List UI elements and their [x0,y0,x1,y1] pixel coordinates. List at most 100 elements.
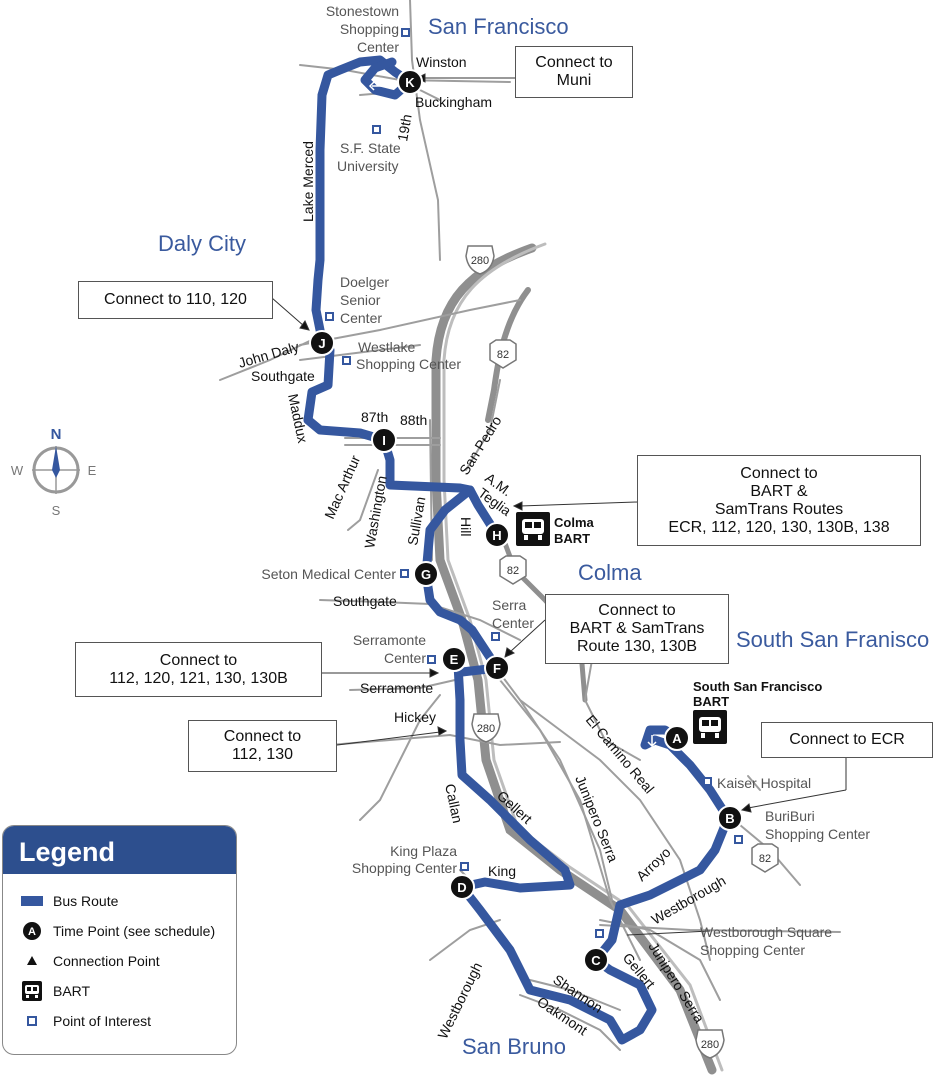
i280-shield-icon: 280 [695,1029,725,1059]
poi-marker [372,125,381,134]
time-point-j[interactable]: J [309,330,335,356]
washington-label: Washington [361,474,390,549]
1-label: B [725,811,734,826]
doelger-3-label: Center [340,310,382,326]
legend-bart-label: BART [53,983,91,999]
hill-label: Hill [458,517,474,536]
time-point-d[interactable]: D [449,874,475,900]
poi-marker [401,28,410,37]
time-point-k[interactable]: K [397,69,423,95]
connect-muni-text: Connect to Muni [535,54,613,89]
bart-ssf-label: BART [693,694,729,709]
bart-icon [22,981,42,1001]
time-point-b[interactable]: B [717,805,743,831]
time-point-f[interactable]: F [484,655,510,681]
connection-leaders [271,73,847,936]
buriburi-1-label: BuriBuri [765,808,815,824]
king-plaza-2-label: Shopping Center [352,860,457,876]
connect-h-text: Connect to BART & SamTrans Routes ECR, 1… [668,464,890,536]
john-daly-label: John Daly [236,338,300,371]
eighty-eighth-label: 88th [400,412,427,428]
s-label: S [52,503,61,518]
serramonte-label: Serramonte [360,680,433,696]
legend-connection-point-label: Connection Point [53,953,160,969]
i280-south-label: 280 [701,1039,719,1051]
8-label: I [382,433,386,448]
poi-marker [491,632,500,641]
poi-marker [595,929,604,938]
7-label: H [492,528,501,543]
i280-shield-icon: 280 [471,713,501,743]
nineteenth-label: 19th [394,113,414,143]
bart-ssf-icon [693,710,727,744]
bus-route-swatch-icon [21,896,43,906]
2-label: C [591,953,601,968]
connect-h-callout: Connect to BART & SamTrans Routes ECR, 1… [637,455,921,546]
junipero-serra-north-label: Junipero Serra [572,773,621,864]
time-point-a[interactable]: A [664,725,690,751]
westlake-1-label: Westlake [358,339,416,355]
serramonte-2-label: Center [384,650,426,666]
time-point-c[interactable]: C [583,947,609,973]
time-point-symbol-label: A [28,926,36,938]
poi-marker [703,777,712,786]
winston-label: Winston [416,54,467,70]
poi-markers [325,28,743,938]
westlake-2-label: Shopping Center [356,356,461,372]
sr82-colma-label: 82 [507,565,519,577]
callan-label: Callan [442,782,466,824]
connect-e-callout: Connect to 112, 120, 121, 130, 130B [75,642,322,697]
9-label: J [318,336,325,351]
3-label: D [457,880,466,895]
bart-colma-icon [516,512,550,546]
connect-b-text: Connect to ECR [789,731,905,748]
connect-muni-callout: Connect to Muni [515,46,633,98]
10-label: K [405,75,415,90]
city-daly-city: Daly City [158,231,246,256]
serra-1-label: Serra [492,597,526,613]
5-label: F [493,661,501,676]
time-point-icon: A [23,922,41,940]
serra-2-label: Center [492,615,534,631]
bart-colma-label: BART [554,531,590,546]
seton-label: Seton Medical Center [261,566,396,582]
sr82-shield-icon: 82 [751,843,779,873]
time-point-e[interactable]: E [441,646,467,672]
el-camino-real-label: El Camino Real [583,712,658,797]
e-label: E [88,463,97,478]
loop-arrows [368,81,657,748]
time-point-i[interactable]: I [371,427,397,453]
san-pedro-label: San Pedro [456,413,505,478]
i280-shield-icon: 280 [465,245,495,275]
poi-icon [27,1016,37,1026]
poi-marker [325,312,334,321]
eighty-seventh-label: 87th [361,409,388,425]
connect-b-callout: Connect to ECR [761,722,933,758]
arroyo-label: Arroyo [633,844,674,884]
city-south-san-francisco: South San Franisco [736,627,929,652]
i280-freeway-edge [442,242,724,1072]
time-point-g[interactable]: G [413,561,439,587]
connect-e-text: Connect to 112, 120, 121, 130, 130B [109,651,288,687]
poi-labels: Stonestown Shopping Center S.F. State Un… [261,3,870,958]
kaiser-label: Kaiser Hospital [717,775,811,791]
0-label: A [672,731,682,746]
connect-hickey-text: Connect to 112, 130 [223,728,302,763]
connect-f-text: Connect to BART & SamTrans Route 130, 13… [569,602,705,655]
poi-marker [400,569,409,578]
time-point-h[interactable]: H [484,522,510,548]
w-label: W [11,463,24,478]
time-points: A B C D E F G H I J K [309,69,743,973]
compass-icon: N S E W [11,426,97,518]
westborough-sq-1-label: Westborough Square [700,924,832,940]
connect-f-callout: Connect to BART & SamTrans Route 130, 13… [545,594,729,664]
buckingham-label: Buckingham [415,94,492,110]
connect-hickey-callout: Connect to 112, 130 [188,720,337,772]
southgate-north-label: Southgate [251,368,315,384]
poi-marker [734,835,743,844]
poi-marker [342,356,351,365]
4-label: E [450,652,459,667]
6-label: G [421,567,431,582]
sfsu-1-label: S.F. State [340,140,401,156]
legend-bus-route-label: Bus Route [53,893,119,909]
